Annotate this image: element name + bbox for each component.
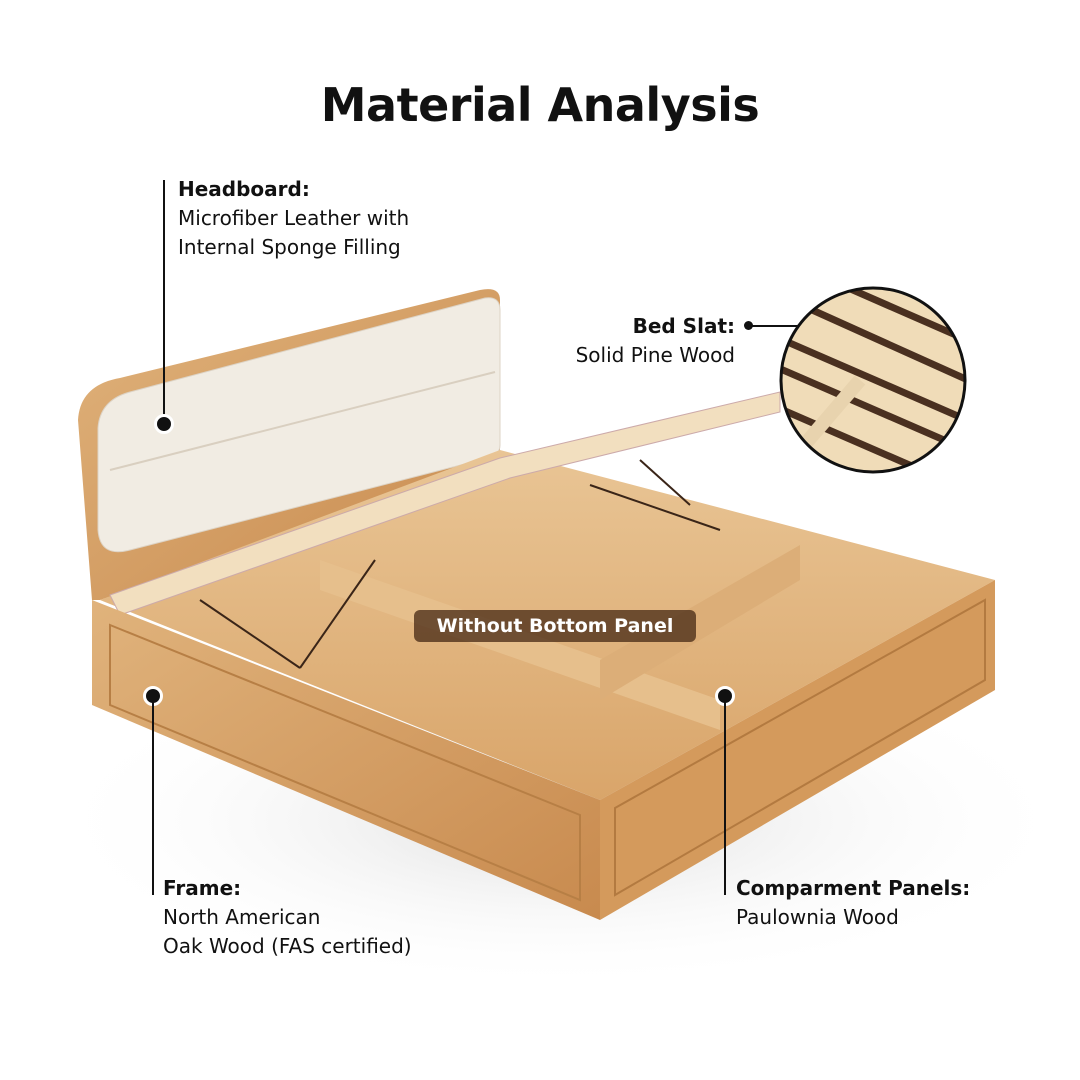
headboard-line2: Internal Sponge Filling xyxy=(178,235,401,259)
frame-line2: Oak Wood (FAS certified) xyxy=(163,934,412,958)
headboard-callout: Headboard: Microfiber Leather with Inter… xyxy=(178,175,409,262)
compartment-leader-line xyxy=(724,700,726,895)
without-bottom-panel-badge: Without Bottom Panel xyxy=(414,610,696,642)
headboard-marker-dot xyxy=(154,414,174,434)
frame-heading: Frame: xyxy=(163,876,242,900)
compartment-callout: Comparment Panels: Paulownia Wood xyxy=(736,874,970,932)
bed-slat-marker-dot xyxy=(744,321,753,330)
frame-line1: North American xyxy=(163,905,321,929)
headboard-line1: Microfiber Leather with xyxy=(178,206,410,230)
bed-slat-line1: Solid Pine Wood xyxy=(575,343,735,367)
page-title: Material Analysis xyxy=(320,78,760,132)
frame-callout: Frame: North American Oak Wood (FAS cert… xyxy=(163,874,412,961)
bed-slat-leader-line xyxy=(750,325,798,327)
frame-leader-line xyxy=(152,700,154,895)
bed-slat-callout: Bed Slat: Solid Pine Wood xyxy=(540,312,735,370)
bed-slat-heading: Bed Slat: xyxy=(632,314,735,338)
slat-detail-inset xyxy=(779,286,967,474)
compartment-line1: Paulownia Wood xyxy=(736,905,899,929)
headboard-heading: Headboard: xyxy=(178,177,310,201)
headboard-cushion xyxy=(97,297,501,553)
compartment-heading: Comparment Panels: xyxy=(736,876,971,900)
headboard-leader-line xyxy=(163,180,165,423)
